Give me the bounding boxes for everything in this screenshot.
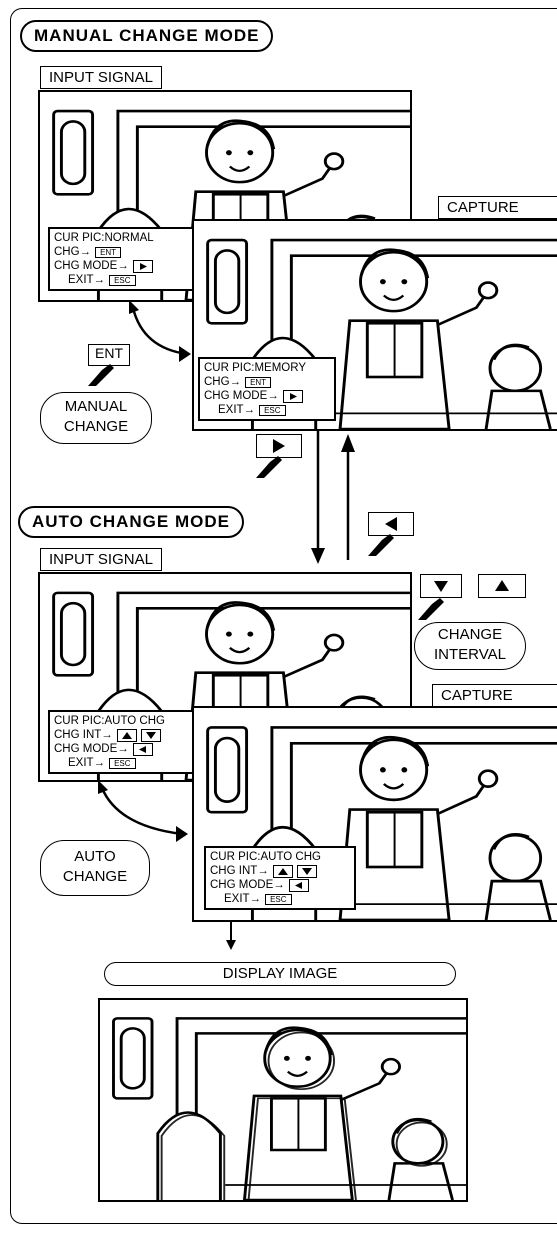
auto-change-line2: CHANGE [41, 867, 149, 887]
manual-input-osd: CUR PIC:NORMAL CHG→ ENT CHG MODE→ EXIT→ ES… [48, 227, 200, 291]
osd-exit: EXIT→ [218, 403, 255, 417]
osd-esc-key: ESC [259, 405, 285, 416]
osd-ent-key: ENT [95, 247, 121, 258]
pointing-hand-icon [252, 452, 288, 482]
display-image-screen [98, 998, 468, 1202]
osd-cur-pic: CUR PIC:AUTO CHG [54, 714, 190, 728]
auto-input-osd: CUR PIC:AUTO CHG CHG INT→ CHG MODE→ EXIT… [48, 710, 196, 774]
change-interval-line2: INTERVAL [415, 645, 525, 665]
down-arrow-icon [224, 922, 238, 952]
osd-chg-mode: CHG MODE→ [54, 742, 129, 756]
display-image-scene [100, 1000, 466, 1200]
left-triangle-icon [133, 743, 153, 756]
auto-capture-osd: CUR PIC:AUTO CHG CHG INT→ CHG MODE→ EXIT… [204, 846, 356, 910]
manual-change-line2: CHANGE [41, 417, 151, 437]
osd-cur-pic: CUR PIC:NORMAL [54, 231, 194, 245]
osd-chg-mode: CHG MODE→ [54, 259, 129, 273]
osd-chg: CHG→ [204, 375, 241, 389]
osd-cur-pic: CUR PIC:MEMORY [204, 361, 330, 375]
osd-exit: EXIT→ [68, 273, 105, 287]
auto-capture-label: CAPTURE [432, 684, 557, 707]
mode-switch-arrows [306, 430, 366, 568]
manual-input-signal-label: INPUT SIGNAL [40, 66, 162, 89]
down-triangle-icon [297, 865, 317, 878]
left-triangle-icon [289, 879, 309, 892]
osd-chg-mode: CHG MODE→ [210, 878, 285, 892]
osd-chg: CHG→ [54, 245, 91, 259]
right-triangle-icon [133, 260, 153, 273]
change-interval-line1: CHANGE [415, 625, 525, 645]
osd-chg-int: CHG INT→ [54, 728, 113, 742]
osd-esc-key: ESC [265, 894, 291, 905]
pointing-hand-icon [84, 360, 120, 390]
osd-chg-int: CHG INT→ [210, 864, 269, 878]
auto-mode-title: AUTO CHANGE MODE [18, 506, 244, 538]
manual-mode-title: MANUAL CHANGE MODE [20, 20, 273, 52]
right-triangle-icon [283, 390, 303, 403]
up-triangle-icon [273, 865, 293, 878]
osd-chg-mode: CHG MODE→ [204, 389, 279, 403]
manual-change-label: MANUAL CHANGE [40, 392, 152, 444]
auto-input-signal-label: INPUT SIGNAL [40, 548, 162, 571]
pointing-hand-icon [364, 530, 400, 560]
manual-capture-osd: CUR PIC:MEMORY CHG→ ENT CHG MODE→ EXIT→ ES… [198, 357, 336, 421]
pointing-hand-icon [414, 594, 450, 624]
manual-capture-label: CAPTURE [438, 196, 557, 219]
osd-exit: EXIT→ [224, 892, 261, 906]
osd-cur-pic: CUR PIC:AUTO CHG [210, 850, 350, 864]
osd-ent-key: ENT [245, 377, 271, 388]
down-triangle-icon [141, 729, 161, 742]
curved-double-arrow-icon [125, 300, 195, 370]
auto-change-line1: AUTO [41, 847, 149, 867]
osd-esc-key: ESC [109, 758, 135, 769]
display-image-label: DISPLAY IMAGE [104, 962, 456, 986]
up-key [478, 574, 526, 598]
auto-change-label: AUTO CHANGE [40, 840, 150, 896]
up-triangle-icon [117, 729, 137, 742]
change-interval-label: CHANGE INTERVAL [414, 622, 526, 670]
osd-exit: EXIT→ [68, 756, 105, 770]
manual-change-line1: MANUAL [41, 397, 151, 417]
osd-esc-key: ESC [109, 275, 135, 286]
